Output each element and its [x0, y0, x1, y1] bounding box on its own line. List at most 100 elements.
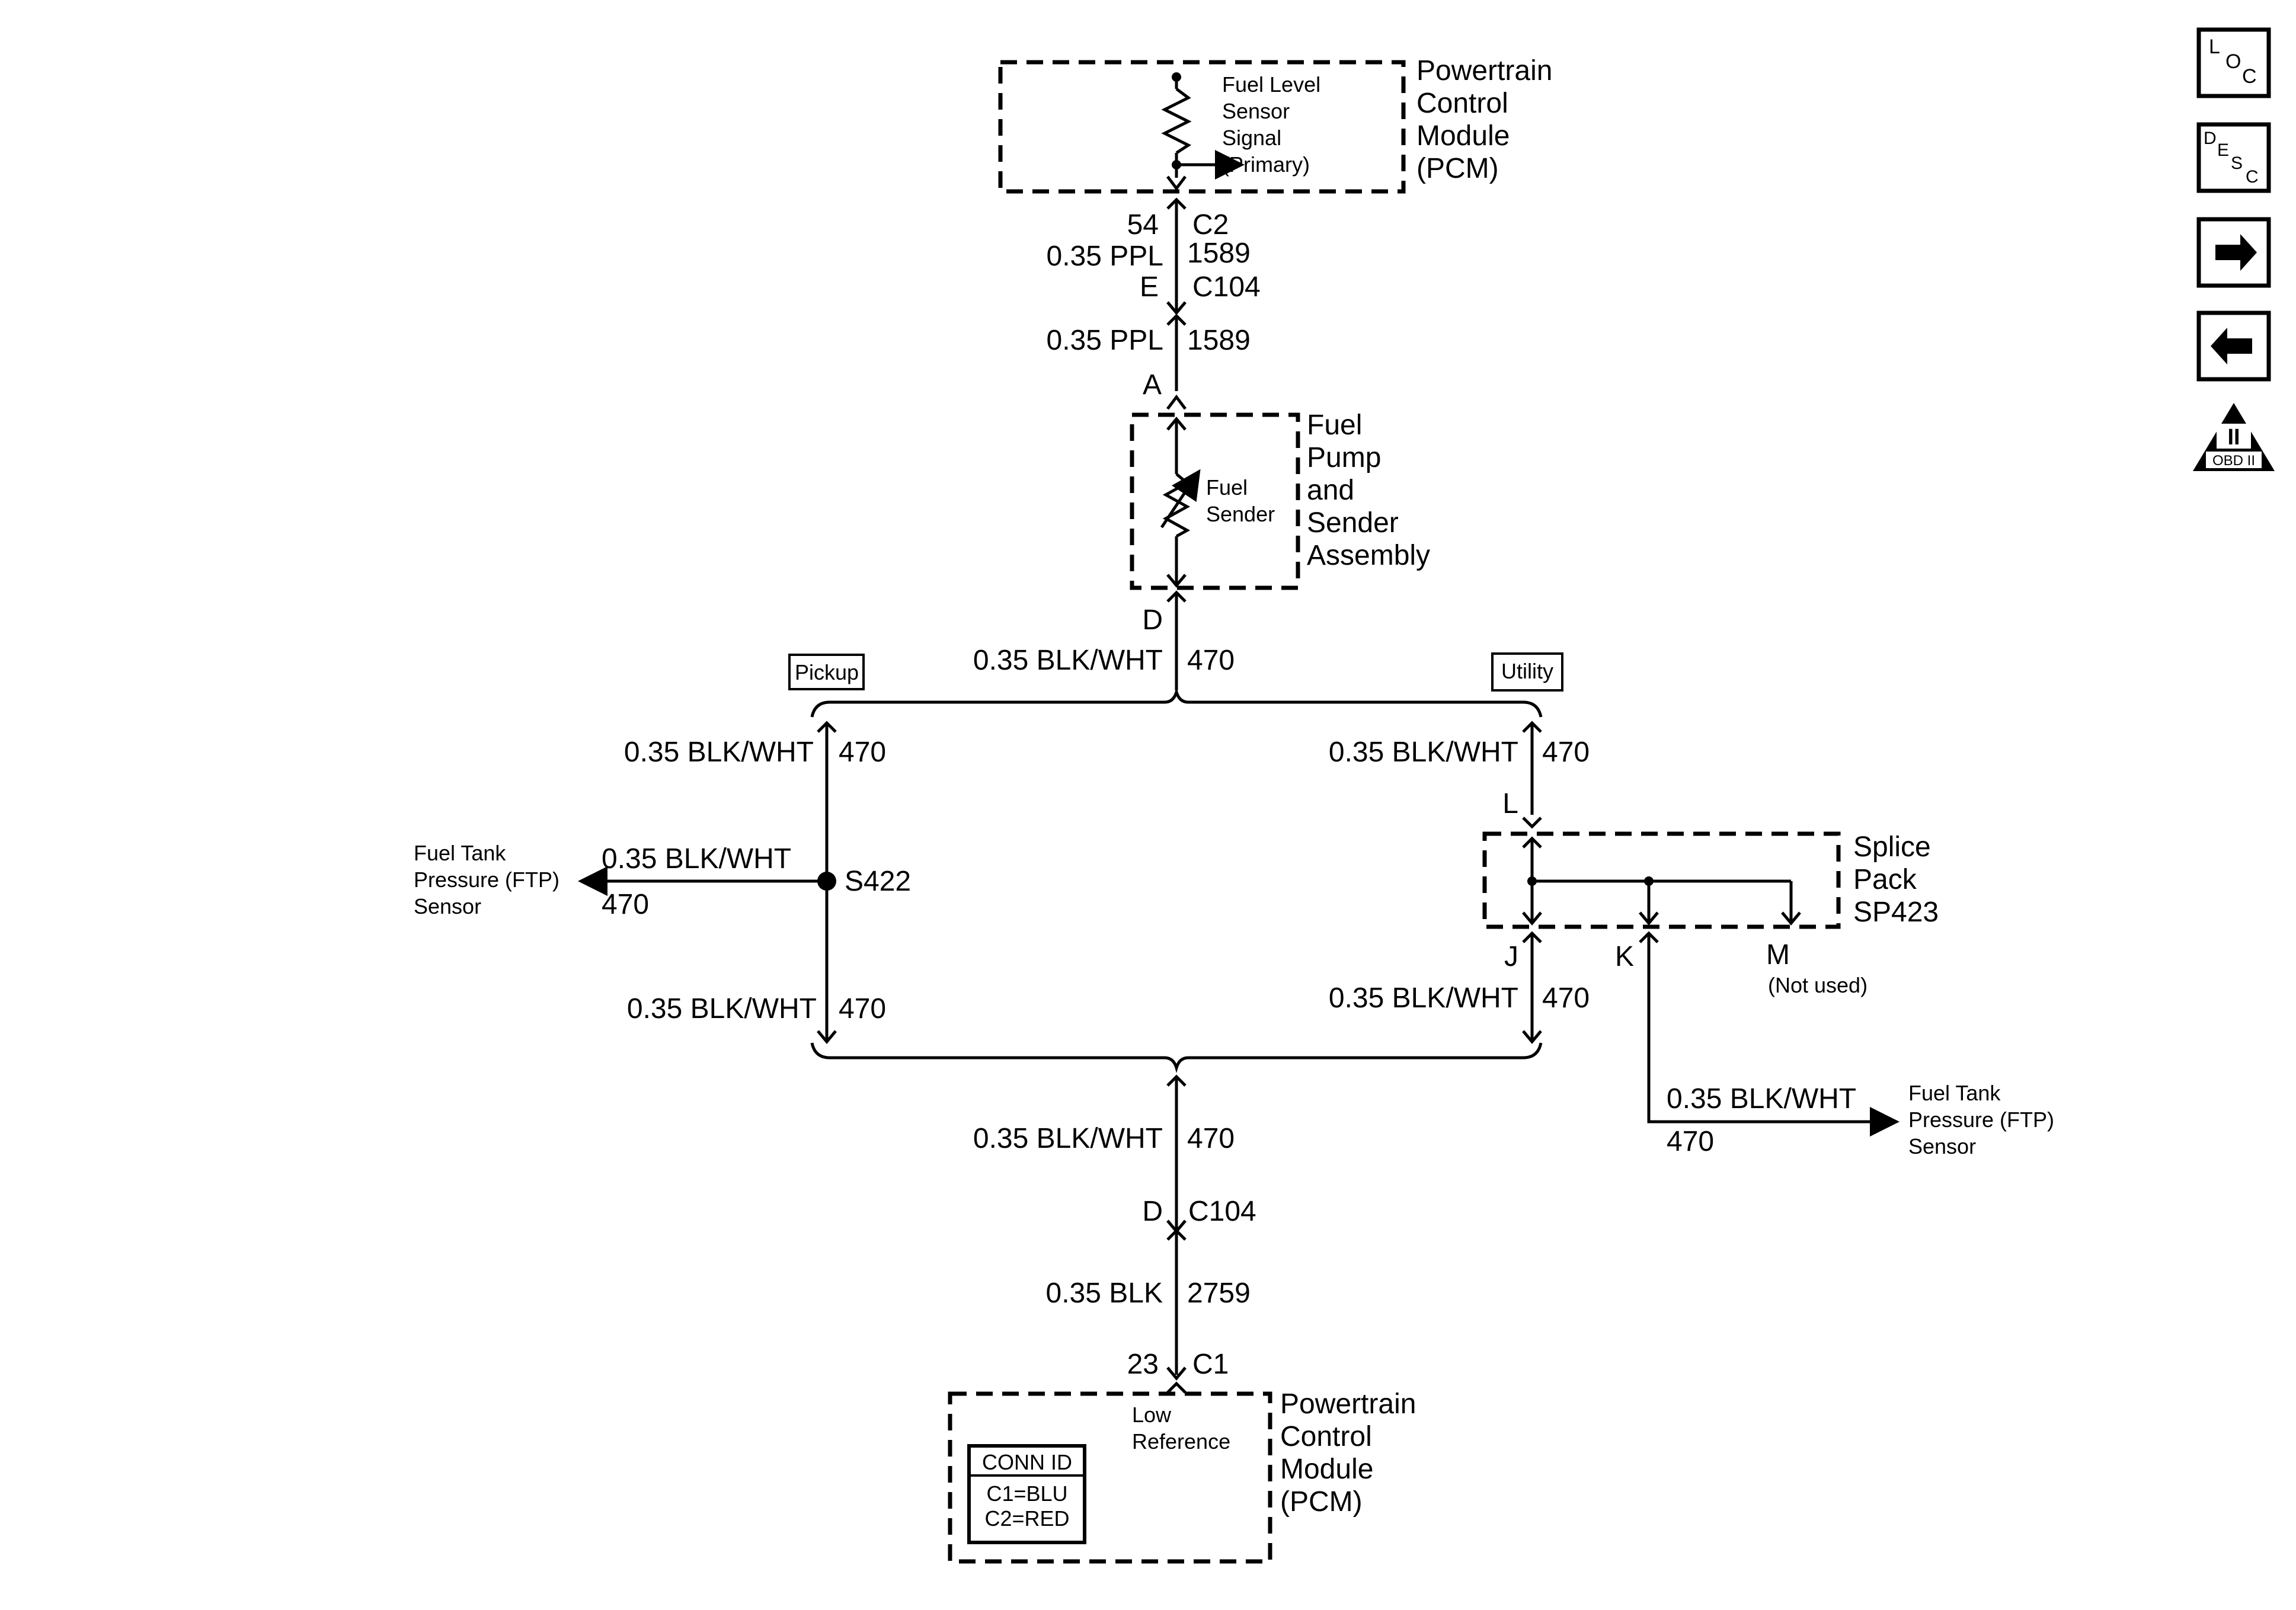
low-reference-label: Low Reference [1132, 1403, 1230, 1454]
nav-next-button[interactable] [2196, 217, 2271, 288]
wire-470-mid: D 0.35 BLK/WHT 470 Pickup Utility [788, 590, 1563, 718]
wire-color-label: 0.35 BLK/WHT [1329, 982, 1518, 1014]
wire-color-label: 0.35 BLK/WHT [624, 737, 814, 768]
pin-label: M [1766, 939, 1790, 971]
conn-id-box [967, 1444, 1086, 1544]
left-branch-pickup: 0.35 BLK/WHT 470 S422 0.35 BLK/WHT 470 F… [414, 721, 911, 1044]
pin-label: A [1143, 369, 1162, 401]
pin-label: L [1502, 788, 1518, 820]
nav-desc-button[interactable]: D E S C [2196, 122, 2271, 193]
pin-label: D [1142, 1196, 1163, 1227]
connector-male-icon [1781, 911, 1801, 926]
pin-label: 23 [1127, 1349, 1159, 1380]
wire-470-lower: 0.35 BLK/WHT 470 D C104 0.35 BLK 2759 23… [810, 1042, 1543, 1381]
pcm-top-box [998, 60, 1406, 194]
wire-color-label: 0.35 BLK/WHT [973, 645, 1163, 676]
connector-female-icon [1166, 394, 1187, 410]
connector-label: C104 [1192, 271, 1261, 303]
option-utility-box [1491, 652, 1563, 692]
circuit-label: 470 [602, 889, 649, 920]
nav-loc-button[interactable]: L O C [2196, 27, 2271, 98]
connector-male-icon [1166, 175, 1187, 191]
wire-color-label: 0.35 BLK/WHT [973, 1123, 1163, 1154]
fuel-level-signal-label: Fuel Level Sensor Signal (Primary) [1222, 72, 1326, 177]
pin-label: J [1504, 941, 1518, 972]
connector-label: C1 [1192, 1349, 1229, 1380]
wire-color-label: 0.35 PPL [1047, 241, 1163, 272]
pcm-bottom-title: Powertrain Control Module (PCM) [1280, 1388, 1424, 1518]
circuit-label: 1589 [1187, 325, 1251, 356]
circuit-label: 470 [1542, 737, 1590, 768]
wire-color-label: 0.35 BLK/WHT [627, 993, 817, 1025]
option-brace [810, 687, 1543, 718]
arrow-left-icon [2211, 328, 2252, 364]
option-pickup-box [788, 654, 865, 690]
connector-label: C104 [1188, 1196, 1256, 1227]
right-branch-utility: 0.35 BLK/WHT 470 L Splice Pack SP423 J K… [1329, 721, 2060, 1158]
variable-arrow-icon [1160, 469, 1201, 529]
connector-male-icon [1166, 1366, 1187, 1381]
circuit-label: 470 [1667, 1126, 1714, 1157]
ftp-sensor-label: Fuel Tank Pressure (FTP) Sensor [414, 841, 565, 918]
obd-numeral-bg [2217, 424, 2251, 449]
loc-letter: C [2242, 65, 2257, 88]
loc-icon[interactable] [2196, 27, 2271, 98]
circuit-label: 470 [1187, 645, 1235, 676]
desc-letter: D [2204, 129, 2217, 148]
fuel-sender-label: Fuel Sender [1206, 475, 1275, 526]
pcm-top: Powertrain Control Module (PCM) Fuel Lev… [998, 55, 1560, 194]
option-brace [810, 1042, 1543, 1073]
wire-color-label: 0.35 BLK/WHT [1667, 1083, 1856, 1115]
desc-icon[interactable] [2196, 122, 2271, 193]
arrow-right-icon [2215, 234, 2257, 271]
splice-label: S422 [845, 866, 911, 897]
resistor-icon [1161, 88, 1192, 155]
desc-letter: C [2246, 167, 2259, 187]
not-used-label: (Not used) [1768, 973, 1868, 997]
ftp-sensor-label: Fuel Tank Pressure (FTP) Sensor [1908, 1081, 2060, 1158]
circuit-label: 470 [839, 993, 886, 1025]
connector-male-icon [1522, 817, 1542, 829]
pcm-bottom-box [948, 1391, 1272, 1564]
splice-pack-box [1482, 831, 1841, 929]
conn-id-header: CONN ID [982, 1450, 1072, 1474]
connector-male-icon [1166, 301, 1187, 315]
connector-male-icon [1639, 911, 1659, 926]
pin-label: K [1615, 941, 1634, 972]
pin-label: E [1140, 271, 1159, 303]
desc-letter: S [2231, 153, 2243, 173]
connector-female-icon [1166, 1381, 1187, 1394]
loc-letter: O [2225, 50, 2241, 73]
obd-numeral: II [2227, 425, 2240, 450]
option-pickup-label: Pickup [795, 660, 859, 684]
fuel-pump-box [1130, 412, 1300, 590]
wire-color-label: 0.35 BLK/WHT [1329, 737, 1518, 768]
circuit-label: 1589 [1187, 238, 1251, 269]
circuit-label: 470 [839, 737, 886, 768]
nav-prev-button[interactable] [2196, 311, 2271, 382]
splice-pack-title: Splice Pack SP423 [1853, 831, 1939, 928]
connector-male-icon [1522, 911, 1542, 926]
connector-male-icon [1522, 1030, 1542, 1044]
conn-id-row: C1=BLU [986, 1481, 1067, 1506]
connector-male-icon [1166, 574, 1187, 588]
ftp-arrow-icon [1647, 933, 1900, 1137]
pcm-top-title: Powertrain Control Module (PCM) [1416, 55, 1560, 184]
circuit-label: 470 [1187, 1123, 1235, 1154]
desc-letter: E [2217, 140, 2229, 160]
nav-obd-button[interactable]: II OBD II [2193, 403, 2275, 471]
wire-color-label: 0.35 PPL [1047, 325, 1163, 356]
option-utility-label: Utility [1501, 659, 1553, 683]
circuit-label: 470 [1542, 982, 1590, 1014]
circuit-label: 2759 [1187, 1278, 1251, 1309]
fuel-pump-title: Fuel Pump and Sender Assembly [1307, 409, 1430, 571]
wire-color-label: 0.35 BLK/WHT [602, 843, 791, 875]
pcm-bottom: Low Reference CONN ID C1=BLU C2=RED Powe… [948, 1381, 1424, 1564]
conn-id-row: C2=RED [984, 1506, 1069, 1531]
connector-label: C2 [1192, 209, 1229, 241]
wire-1589: 54 C2 0.35 PPL 1589 E C104 0.35 PPL 1589… [1047, 197, 1261, 410]
wire-color-label: 0.35 BLK [1046, 1278, 1163, 1309]
obd-label-bg [2206, 452, 2262, 468]
connector-male-icon [817, 1030, 837, 1044]
